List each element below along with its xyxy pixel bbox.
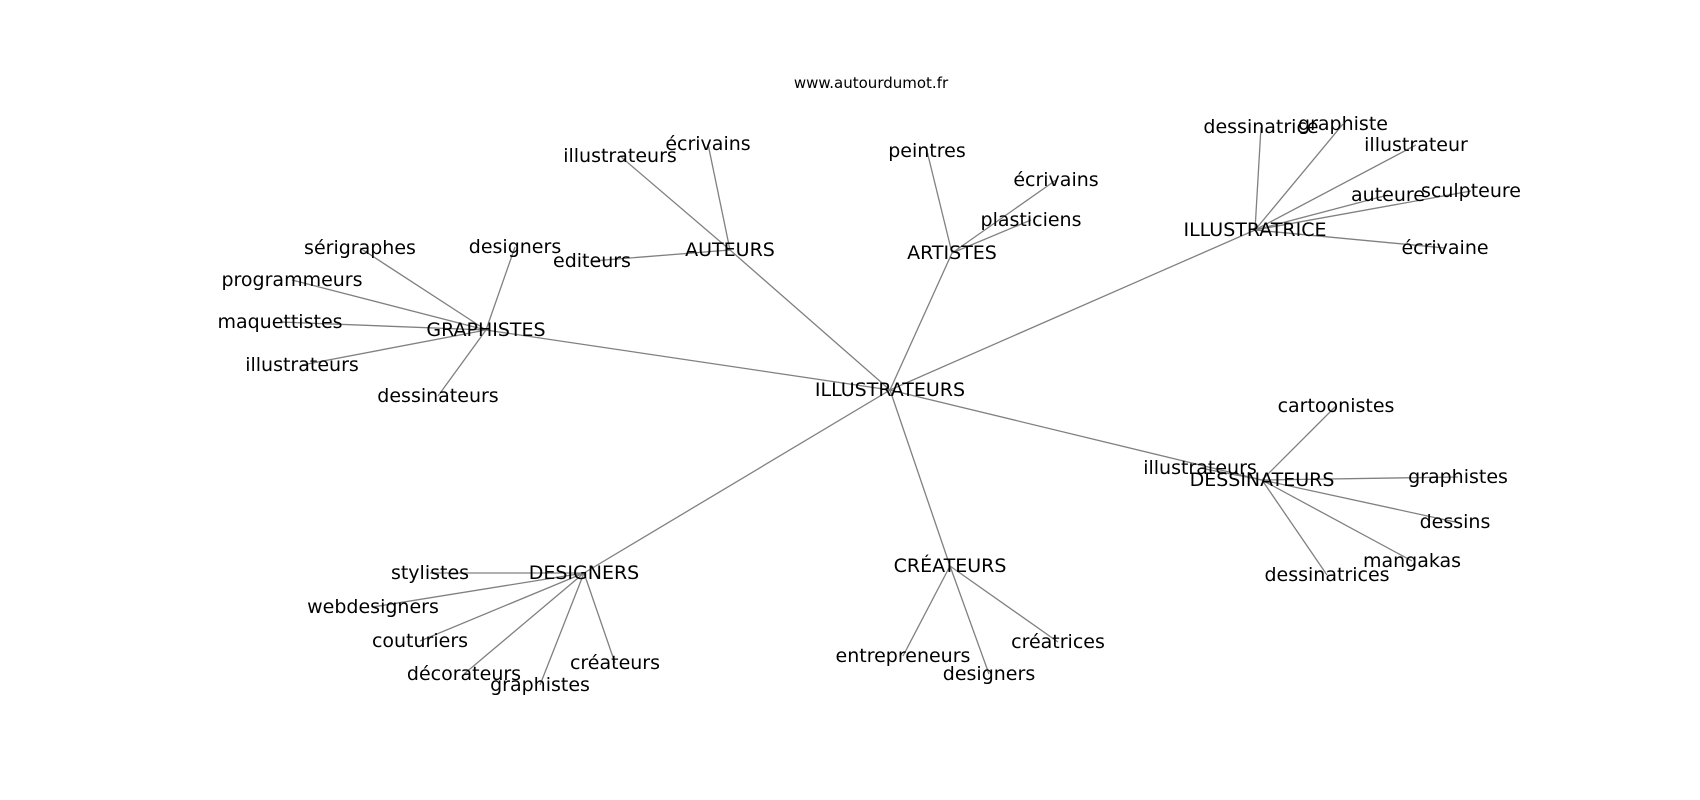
hub-node-label: GRAPHISTES [426, 319, 545, 341]
leaf-node-label: maquettistes [217, 311, 342, 333]
leaf-node-label: sérigraphes [304, 237, 416, 259]
edge-hub-to-leaf [1261, 479, 1328, 576]
leaf-node-label: illustrateurs [1143, 457, 1257, 479]
leaf-node-label: illustrateurs [245, 354, 359, 376]
edge-hub-to-leaf [359, 247, 487, 331]
leaf-node-label: plasticiens [981, 209, 1082, 231]
edge-center-to-hub [583, 389, 891, 574]
leaf-node-label: créateurs [570, 652, 660, 674]
edge-hub-to-leaf [1254, 123, 1344, 231]
edges-layer [279, 123, 1472, 686]
edge-hub-to-leaf [583, 572, 616, 664]
hub-node-label: ILLUSTRATRICE [1183, 219, 1326, 241]
edge-center-to-hub [889, 252, 953, 391]
leaf-node-label: designers [943, 663, 1035, 685]
edge-hub-to-leaf [926, 150, 953, 254]
leaf-node-label: illustrateurs [563, 145, 677, 167]
edge-hub-to-leaf [291, 279, 487, 331]
hub-node-label: CRÉATEURS [894, 554, 1007, 577]
leaf-node-label: mangakas [1363, 550, 1461, 572]
leaf-node-label: illustrateur [1364, 134, 1468, 156]
leaf-node-label: auteure [1351, 184, 1425, 206]
leaf-node-label: entrepreneurs [836, 645, 971, 667]
leaf-node-label: dessinateurs [377, 385, 498, 407]
leaf-node-label: couturiers [372, 630, 468, 652]
edge-center-to-hub [889, 229, 1256, 391]
edge-hub-to-leaf [591, 249, 731, 262]
leaf-node-label: dessinatrice [1203, 116, 1318, 138]
edge-hub-to-leaf [1254, 194, 1389, 231]
labels-layer: ILLUSTRATEURS GRAPHISTES designers sérigrap… [217, 113, 1521, 696]
leaf-node-label: écrivains [1013, 169, 1098, 191]
edge-center-to-hub [889, 389, 951, 567]
edge-hub-to-leaf [1261, 476, 1459, 481]
edge-hub-to-leaf [1261, 479, 1413, 562]
leaf-node-label: sculpteure [1421, 180, 1521, 202]
edge-hub-to-leaf [902, 565, 951, 657]
edge-center-to-hub [729, 249, 891, 391]
edge-hub-to-leaf [1254, 126, 1262, 231]
edge-hub-to-leaf [301, 329, 487, 366]
leaf-node-label: graphistes [490, 674, 590, 696]
leaf-node-label: écrivains [665, 133, 750, 155]
leaf-node-label: designers [469, 236, 561, 258]
edge-hub-to-leaf [1254, 144, 1417, 231]
leaf-node-label: cartoonistes [1278, 395, 1395, 417]
leaf-node-label: graphistes [1408, 466, 1508, 488]
leaf-node-label: graphiste [1298, 113, 1388, 135]
edge-hub-to-leaf [419, 572, 585, 642]
edge-center-to-hub [485, 329, 891, 391]
leaf-node-label: écrivaine [1401, 237, 1488, 259]
edge-hub-to-leaf [1254, 229, 1446, 249]
hub-node-label: ARTISTES [907, 242, 997, 264]
edge-hub-to-leaf [951, 219, 1032, 254]
leaf-node-label: dessinatrices [1264, 564, 1389, 586]
hub-node-label: DESIGNERS [529, 562, 640, 584]
edge-center-to-hub [889, 389, 1263, 481]
edge-hub-to-leaf [949, 565, 1059, 643]
edge-hub-to-leaf [619, 155, 731, 251]
edge-hub-to-leaf [279, 321, 487, 331]
leaf-node-label: dessins [1420, 511, 1491, 533]
leaf-node-label: créatrices [1011, 631, 1105, 653]
source-credit: www.autourdumot.fr [794, 74, 949, 92]
leaf-node-label: editeurs [553, 250, 631, 272]
edge-hub-to-leaf [539, 572, 585, 686]
edge-hub-to-leaf [485, 246, 516, 331]
edge-hub-to-leaf [707, 143, 731, 251]
edge-hub-to-leaf [437, 329, 487, 397]
hub-node-label: AUTEURS [685, 239, 775, 261]
edge-hub-to-leaf [1254, 190, 1472, 231]
edge-hub-to-leaf [1199, 467, 1263, 481]
leaf-node-label: décorateurs [407, 663, 521, 685]
edge-hub-to-leaf [1261, 405, 1337, 481]
edge-hub-to-leaf [372, 572, 585, 608]
edge-hub-to-leaf [463, 572, 585, 675]
leaf-node-label: peintres [888, 140, 966, 162]
edge-hub-to-leaf [951, 179, 1057, 254]
leaf-node-label: programmeurs [221, 269, 362, 291]
edge-hub-to-leaf [1261, 479, 1456, 523]
center-node-label: ILLUSTRATEURS [815, 379, 965, 401]
edge-hub-to-leaf [949, 565, 990, 675]
leaf-node-label: webdesigners [307, 596, 439, 618]
leaf-node-label: stylistes [391, 562, 469, 584]
hub-node-label: DESSINATEURS [1190, 469, 1335, 491]
